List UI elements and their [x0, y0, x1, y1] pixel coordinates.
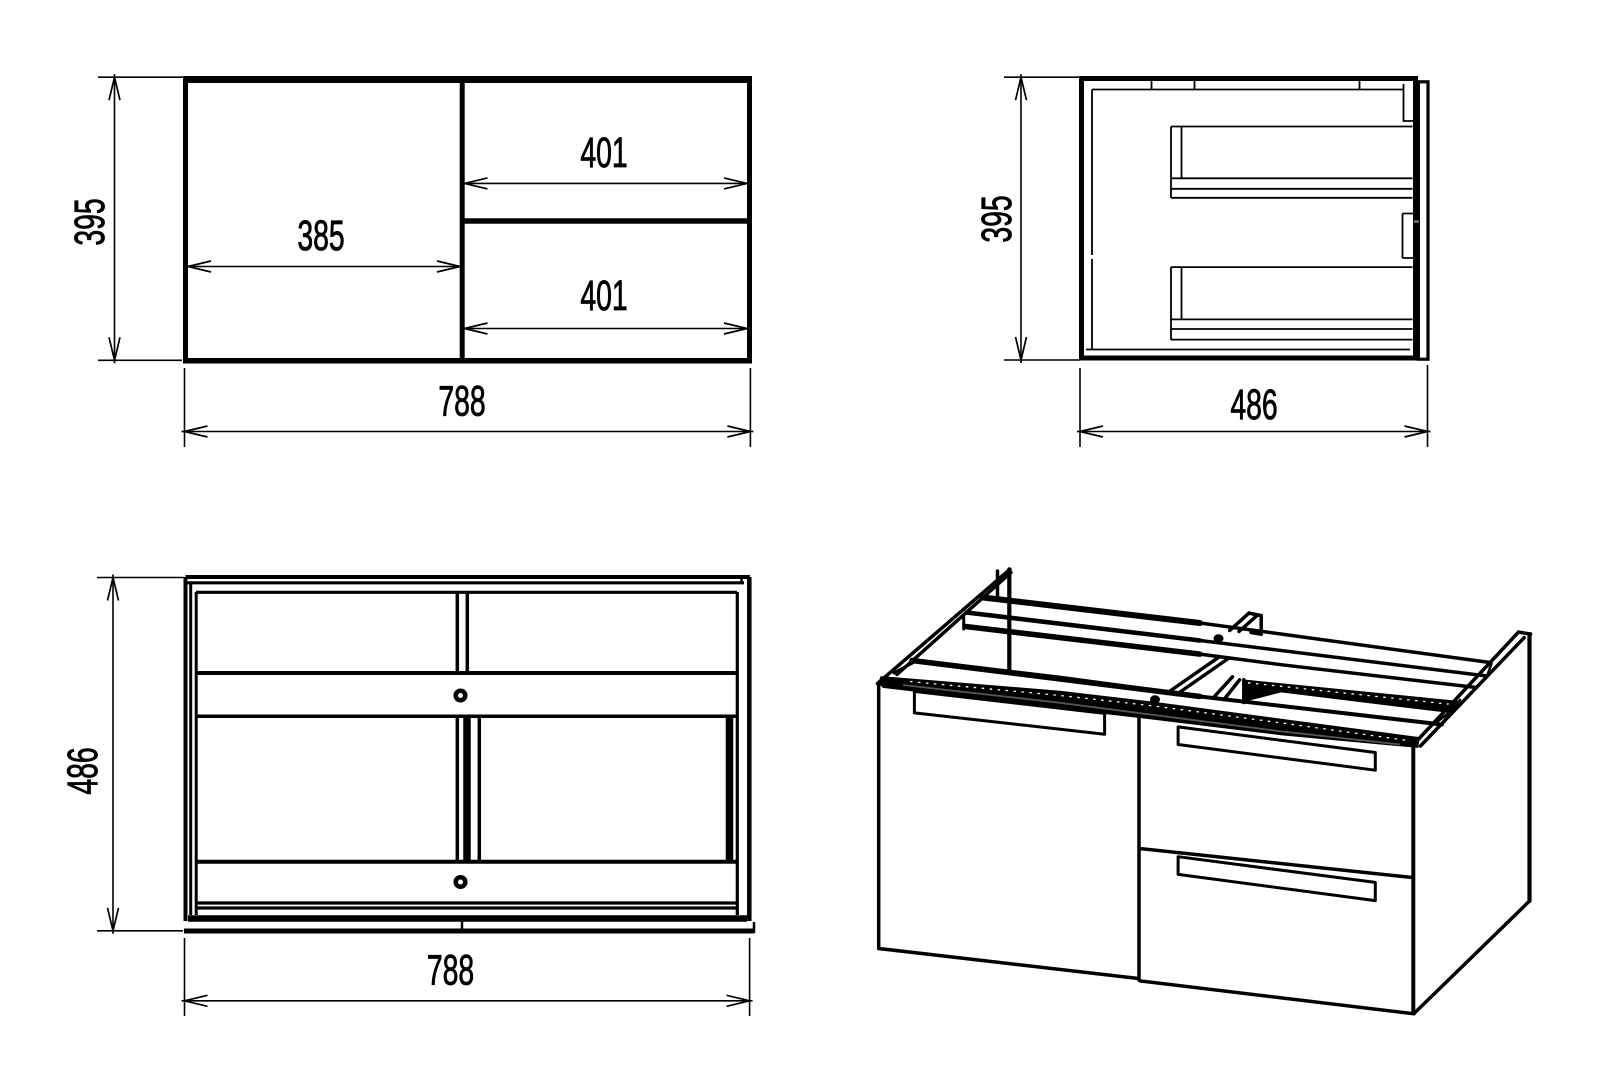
svg-text:385: 385 — [297, 211, 344, 259]
svg-text:395: 395 — [972, 195, 1020, 242]
svg-text:788: 788 — [438, 376, 485, 424]
svg-text:788: 788 — [427, 945, 474, 993]
svg-text:401: 401 — [580, 128, 627, 176]
svg-text:486: 486 — [58, 747, 106, 794]
svg-text:401: 401 — [580, 271, 627, 319]
svg-text:486: 486 — [1230, 380, 1277, 428]
svg-text:395: 395 — [65, 198, 113, 245]
